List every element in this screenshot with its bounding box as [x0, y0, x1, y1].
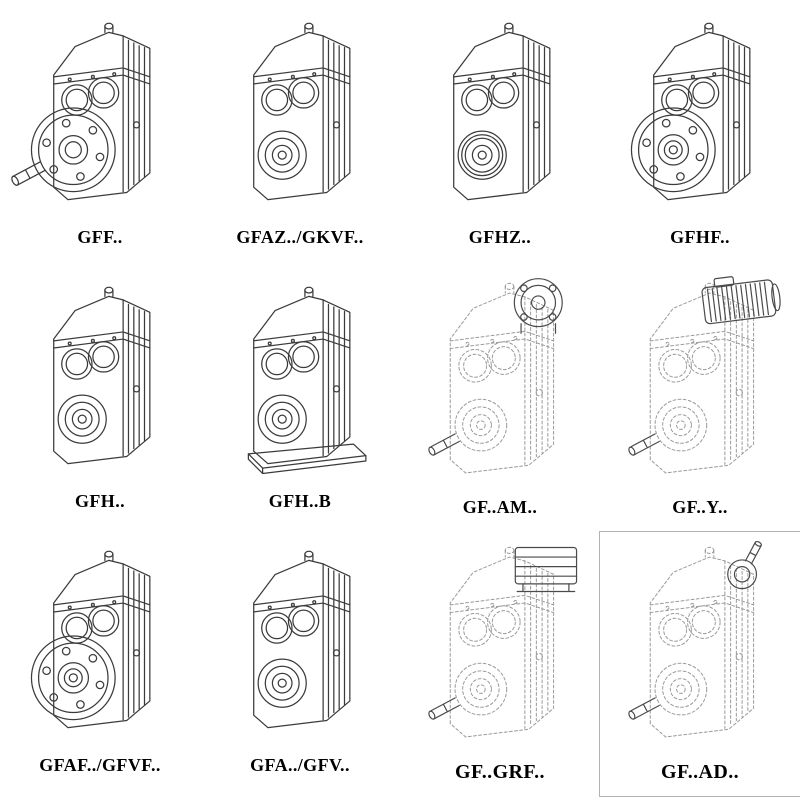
gearbox-drawing [211, 536, 389, 752]
model-label: GFH..B [268, 491, 332, 511]
catalog-item-gfaf-gfvf: GFAF../GFVF.. [0, 532, 200, 796]
gearbox-hollow-shaft-icon [211, 8, 389, 224]
gearbox-drawing [604, 272, 796, 494]
gearbox-catalog-grid: GFF.. GFAZ../GKVF.. GFHZ.. [0, 4, 800, 796]
model-label: GFHZ.. [468, 227, 532, 247]
gearbox-bolted-flange-hollow-shaft-icon [611, 8, 789, 224]
gearbox-drawing [11, 8, 189, 224]
catalog-item-gf-ad: GF..AD.. [600, 532, 800, 796]
gearbox-iec-adapter-flange-ghost-icon [427, 278, 563, 494]
gearbox-hollow-shaft-with-base-icon [211, 272, 389, 488]
catalog-item-gfaz-gkvf: GFAZ../GKVF.. [200, 4, 400, 268]
model-label: GFF.. [77, 227, 123, 247]
catalog-item-gfh-b: GFH..B [200, 268, 400, 532]
model-label: GFA../GFV.. [250, 755, 350, 775]
gearbox-drawing [611, 8, 789, 224]
catalog-item-gf-y: GF..Y.. [600, 268, 800, 532]
model-label: GF..Y.. [672, 497, 728, 517]
gearbox-hollow-shaft-shrink-disc-icon [411, 8, 589, 224]
model-label: GF..AM.. [462, 497, 538, 517]
model-label: GF..GRF.. [455, 761, 545, 783]
catalog-item-gfh: GFH.. [0, 268, 200, 532]
gearbox-drawing [411, 8, 589, 224]
gearbox-hollow-shaft-icon [11, 272, 189, 488]
catalog-item-gf-am: GF..AM.. [400, 268, 600, 532]
gearbox-hollow-shaft-icon [211, 536, 389, 752]
gearbox-drawing [404, 536, 596, 758]
catalog-item-gfhf: GFHF.. [600, 4, 800, 268]
model-label: GFHF.. [670, 227, 730, 247]
gearbox-drawing [211, 272, 389, 488]
gearbox-flange-solid-shaft-icon [11, 8, 189, 224]
model-label: GFAF../GFVF.. [39, 755, 161, 775]
catalog-item-gfhz: GFHZ.. [400, 4, 600, 268]
gearbox-cover-adapter-ghost-icon [427, 536, 578, 758]
catalog-item-gff: GFF.. [0, 4, 200, 268]
gearbox-drawing [11, 536, 189, 752]
model-label: GFH.. [75, 491, 125, 511]
gearbox-bolted-flange-hollow-shaft-icon [11, 536, 189, 752]
model-label: GFAZ../GKVF.. [236, 227, 364, 247]
gearbox-input-shaft-adapter-ghost-icon [627, 539, 763, 758]
model-label: GF..AD.. [660, 761, 740, 783]
gearbox-drawing [604, 536, 796, 758]
gearbox-with-motor-ghost-icon [627, 272, 783, 494]
gearbox-drawing [11, 272, 189, 488]
gearbox-drawing [211, 8, 389, 224]
catalog-item-gf-grf: GF..GRF.. [400, 532, 600, 796]
gearbox-drawing [404, 272, 596, 494]
catalog-item-gfa-gfv: GFA../GFV.. [200, 532, 400, 796]
